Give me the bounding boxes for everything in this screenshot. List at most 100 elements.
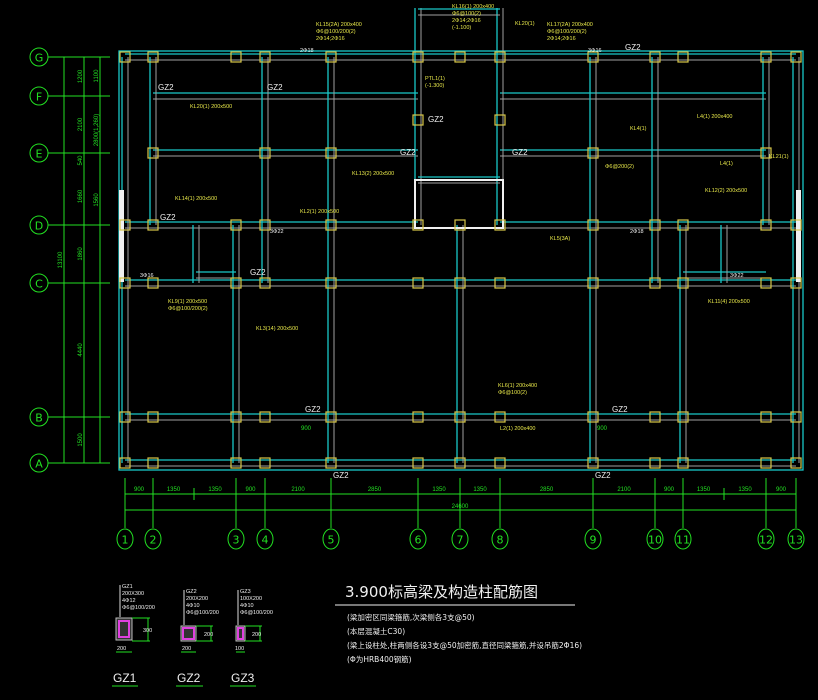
- structural-column: [119, 51, 131, 63]
- beam-label: KL9(1) 200x500: [168, 299, 207, 305]
- dimension-text: 1660: [78, 189, 84, 203]
- gz3-stirrup: Φ6@100/200: [240, 610, 273, 616]
- axis-label: B: [35, 412, 43, 425]
- beam-label: L4(1): [720, 161, 733, 167]
- gz2-column-tag: GZ2: [595, 471, 611, 480]
- axis-bubble-A: [29, 453, 49, 473]
- axis-label: 2: [150, 534, 157, 547]
- structural-column: [230, 219, 242, 231]
- structural-column: [760, 457, 772, 469]
- beam-label: KL5(3A): [550, 236, 570, 242]
- rebar-mark: 3Φ22: [730, 273, 744, 279]
- gz1-dim-h: 300: [143, 628, 152, 634]
- axis-bubble-12: [757, 528, 775, 550]
- beam-labels: KL15(2A) 200x400Φ6@100/200(2)2Φ14;2Φ16KL…: [140, 4, 789, 480]
- axis-bubble-3: [227, 528, 245, 550]
- dimension-text: 1350: [208, 487, 222, 493]
- structural-column: [147, 147, 159, 159]
- rebar-mark: 3Φ16: [588, 48, 602, 54]
- axis-label: E: [36, 148, 43, 161]
- rebar-mark: 3Φ16: [140, 273, 154, 279]
- beam-label: KL4(1): [630, 126, 647, 132]
- note-4: (Φ为HRB400钢筋): [347, 654, 412, 664]
- axis-bubble-9: [584, 528, 602, 550]
- structural-column: [325, 219, 337, 231]
- structural-column: [649, 51, 661, 63]
- structural-column: [494, 51, 506, 63]
- gz1-detail: GZ1 200X300 4Φ12 Φ6@100/200 300 200 GZ1: [112, 584, 155, 687]
- dimension-text: 1560: [94, 193, 100, 207]
- axis-bubble-6: [409, 528, 427, 550]
- axis-bubble-8: [491, 528, 509, 550]
- gz2-column-tag: GZ2: [250, 268, 266, 277]
- beam-label: 2Φ14;2Φ16: [452, 18, 481, 24]
- axis-bubble-13: [787, 528, 805, 550]
- structural-column: [494, 457, 506, 469]
- gz2-dim-h: 200: [204, 632, 213, 638]
- dimension-text: 900: [776, 487, 787, 493]
- beam-label: KL15(2A) 200x400: [316, 22, 362, 28]
- gz3-name: GZ3: [240, 589, 251, 595]
- beam-label: Φ6@100(2): [452, 11, 481, 17]
- window-left: [119, 190, 124, 282]
- gz3-label: GZ3: [231, 671, 255, 685]
- floor-plan: [118, 8, 804, 471]
- axis-label: 8: [497, 534, 504, 547]
- structural-column: [147, 51, 159, 63]
- structural-column: [790, 457, 802, 469]
- beam-label: KL20(1) 200x500: [190, 104, 232, 110]
- axis-bubble-10: [646, 528, 664, 550]
- gz3-size: 100X200: [240, 596, 262, 602]
- structural-column: [677, 411, 689, 423]
- gz3-detail: GZ3 100X200 4Φ10 Φ6@100/200 200 100 GZ3: [230, 589, 273, 687]
- axis-label: 13: [789, 534, 803, 547]
- gz3-dim-h: 200: [252, 632, 261, 638]
- structural-column: [259, 411, 271, 423]
- beam-label: KL12(2) 200x500: [705, 188, 747, 194]
- beam-label: PTL1(1): [425, 76, 445, 82]
- dimension-text: 1350: [473, 487, 487, 493]
- dimension-text: 900: [664, 487, 675, 493]
- dimension-text: 2100: [78, 117, 84, 131]
- beam-label: Φ6@200(2): [605, 164, 634, 170]
- axis-bubble-4: [256, 528, 274, 550]
- dimension-text: 1500: [78, 433, 84, 447]
- structural-column: [412, 411, 424, 423]
- gz2-column-tag: GZ2: [160, 213, 176, 222]
- structural-column: [412, 51, 424, 63]
- structural-column: [587, 51, 599, 63]
- dimension-text: 2100: [617, 487, 631, 493]
- structural-column: [325, 277, 337, 289]
- structural-column: [119, 411, 131, 423]
- structural-column: [454, 411, 466, 423]
- structural-column: [325, 147, 337, 159]
- structural-column: [454, 277, 466, 289]
- dimension-text: 2800(1,260): [94, 114, 100, 146]
- beam-label: KL13(2) 200x500: [352, 171, 394, 177]
- dimension-text: 2100: [291, 487, 305, 493]
- structural-column: [677, 51, 689, 63]
- stair-opening: [414, 179, 504, 229]
- structural-column: [230, 411, 242, 423]
- axis-bubble-D: [29, 215, 49, 235]
- dimension-text: 900: [134, 487, 145, 493]
- structural-column: [147, 219, 159, 231]
- structural-column: [587, 457, 599, 469]
- gz2-size: 200X200: [186, 596, 208, 602]
- axis-label: G: [35, 52, 44, 65]
- axis-label: C: [35, 278, 43, 291]
- beam-label: KL17(2A) 200x400: [547, 22, 593, 28]
- structural-column: [587, 219, 599, 231]
- structural-column: [259, 147, 271, 159]
- gz1-name: GZ1: [122, 584, 133, 590]
- window-right: [796, 190, 801, 282]
- axis-bubble-11: [674, 528, 692, 550]
- gz2-column-tag: GZ2: [158, 83, 174, 92]
- axis-label: 10: [648, 534, 662, 547]
- gz2-column-tag: GZ2: [333, 471, 349, 480]
- structural-column: [259, 219, 271, 231]
- beam-label: KL11(4) 200x500: [708, 299, 750, 305]
- structural-column: [119, 219, 131, 231]
- structural-column: [230, 457, 242, 469]
